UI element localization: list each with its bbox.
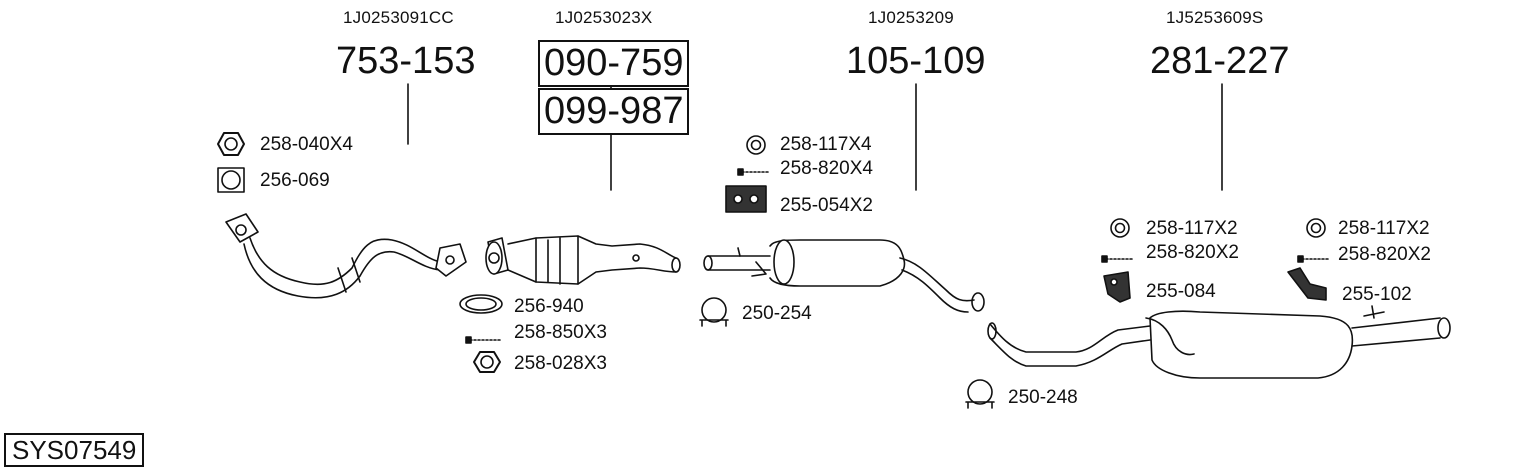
- nut-258-028: [473, 351, 501, 373]
- label-256-940[interactable]: 256-940: [514, 296, 584, 317]
- part-number-090-759[interactable]: 090-759: [538, 40, 690, 87]
- bolt-258-820a: [737, 168, 769, 176]
- gasket-256-940: [459, 294, 503, 314]
- label-255-102[interactable]: 255-102: [1342, 284, 1412, 305]
- hanger-255-054: [725, 185, 767, 213]
- label-258-028[interactable]: 258-028X3: [514, 353, 607, 374]
- gasket-256-069: [217, 167, 245, 193]
- label-258-820-b[interactable]: 258-820X2: [1146, 242, 1239, 263]
- label-258-820-c[interactable]: 258-820X2: [1338, 244, 1431, 265]
- part-number-281-227[interactable]: 281-227: [1150, 40, 1290, 82]
- part-number-105-109[interactable]: 105-109: [846, 40, 986, 82]
- label-258-040[interactable]: 258-040X4: [260, 134, 353, 155]
- label-258-820-a[interactable]: 258-820X4: [780, 158, 873, 179]
- label-258-117-a[interactable]: 258-117X4: [780, 134, 872, 155]
- nut-258-040: [217, 132, 245, 156]
- clamp-250-248: [965, 379, 995, 409]
- oem-number-4: 1J5253609S: [1166, 8, 1264, 27]
- bolt-258-820c: [1297, 255, 1329, 263]
- label-258-117-b[interactable]: 258-117X2: [1146, 218, 1238, 239]
- bolt-258-850: [465, 336, 501, 344]
- bolt-258-820b: [1101, 255, 1133, 263]
- oem-number-3: 1J0253209: [868, 8, 954, 27]
- ring-258-117c: [1306, 218, 1326, 238]
- label-256-069[interactable]: 256-069: [260, 170, 330, 191]
- ring-258-117b: [1110, 218, 1130, 238]
- label-255-054[interactable]: 255-054X2: [780, 195, 873, 216]
- label-250-248[interactable]: 250-248: [1008, 387, 1078, 408]
- rear-muffler: [987, 305, 1451, 379]
- clamp-250-254: [699, 297, 729, 327]
- label-250-254[interactable]: 250-254: [742, 303, 812, 324]
- part-number-099-987[interactable]: 099-987: [538, 88, 690, 135]
- ring-258-117a: [746, 135, 766, 155]
- label-255-084[interactable]: 255-084: [1146, 281, 1216, 302]
- label-258-850[interactable]: 258-850X3: [514, 322, 607, 343]
- hanger-255-102: [1287, 267, 1327, 301]
- hanger-255-084: [1103, 271, 1131, 303]
- part-number-753-153[interactable]: 753-153: [336, 40, 476, 82]
- front-pipe: [225, 213, 467, 299]
- system-id-box: SYS07549: [4, 433, 145, 467]
- label-258-117-c[interactable]: 258-117X2: [1338, 218, 1430, 239]
- middle-muffler: [703, 239, 985, 313]
- oem-number-2: 1J0253023X: [555, 8, 653, 27]
- oem-number-1: 1J0253091CC: [343, 8, 454, 27]
- catalytic-converter: [485, 235, 681, 285]
